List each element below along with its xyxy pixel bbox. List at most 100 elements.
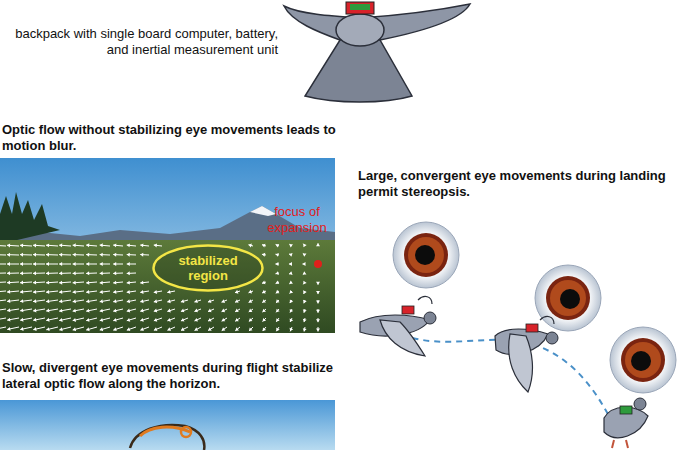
flow-arrowhead (222, 309, 226, 313)
flow-arrowhead (100, 271, 103, 275)
panel-heading: Optic flow without stabilizing eye movem… (2, 122, 337, 154)
flow-arrowhead (181, 299, 184, 303)
flow-arrowhead (208, 318, 212, 322)
flow-arrowhead (316, 291, 320, 294)
flow-arrowhead (86, 271, 89, 275)
flow-vector (249, 300, 253, 302)
flow-vector (208, 318, 214, 321)
flow-arrowhead (140, 290, 143, 294)
flow-arrowhead (100, 309, 103, 313)
flow-arrowhead (167, 318, 171, 322)
flow-arrowhead (113, 299, 116, 303)
flow-arrowhead (59, 299, 62, 303)
flow-arrowhead (249, 290, 253, 294)
flow-arrowhead (289, 253, 292, 257)
flow-arrowhead (86, 281, 89, 285)
flow-arrowhead (73, 262, 76, 266)
flow-vector (0, 245, 6, 247)
flow-vector (0, 318, 6, 320)
flow-arrowhead (154, 290, 157, 294)
flow-vector (0, 264, 6, 265)
flow-arrowhead (86, 327, 89, 331)
flow-vector (222, 318, 227, 321)
flow-vector (195, 327, 201, 330)
flow-arrowhead (33, 262, 36, 266)
flow-vector (235, 309, 240, 312)
flow-vector (262, 309, 266, 312)
flow-vector (235, 327, 240, 331)
flow-arrowhead (113, 243, 116, 247)
flow-arrowhead (33, 318, 36, 322)
flow-vector (276, 300, 279, 303)
flow-arrowhead (113, 271, 116, 275)
flow-arrowhead (20, 308, 23, 312)
flow-arrowhead (167, 299, 170, 303)
flow-arrowhead (167, 290, 170, 294)
flow-arrowhead (303, 290, 307, 294)
flow-arrowhead (113, 309, 116, 313)
flow-arrowhead (33, 327, 36, 331)
flow-arrowhead (262, 281, 265, 285)
flow-arrowhead (20, 253, 23, 257)
flow-arrowhead (73, 243, 76, 247)
flow-arrowhead (303, 254, 307, 257)
flow-arrowhead (7, 262, 10, 266)
flow-arrowhead (100, 281, 103, 285)
flow-arrowhead (20, 290, 23, 294)
optic-flow-photo (0, 158, 335, 333)
flow-arrowhead (181, 327, 185, 331)
flow-vector (154, 327, 162, 330)
flow-arrowhead (73, 281, 76, 285)
flow-arrowhead (20, 281, 23, 285)
flow-arrowhead (7, 308, 10, 312)
flow-arrowhead (154, 318, 157, 322)
flow-vector (194, 309, 201, 312)
flow-arrowhead (262, 299, 266, 302)
pigeon-landing (604, 398, 648, 448)
flow-arrowhead (46, 327, 49, 331)
flow-vector (195, 318, 201, 321)
flow-arrowhead (302, 262, 305, 266)
flow-arrowhead (73, 253, 76, 257)
flow-arrowhead (73, 318, 76, 322)
flow-arrowhead (316, 310, 320, 313)
callout-label: focus of expansion (257, 204, 337, 236)
flow-arrowhead (303, 300, 307, 304)
flow-arrowhead (194, 309, 198, 313)
flow-arrowhead (195, 318, 199, 322)
flow-arrowhead (235, 318, 239, 321)
flow-vector (222, 309, 227, 312)
flow-arrowhead (276, 280, 280, 284)
flow-vector (181, 327, 188, 330)
flow-arrowhead (167, 309, 170, 313)
flow-arrowhead (276, 244, 280, 248)
flow-vector (276, 327, 279, 331)
flow-arrowhead (33, 243, 36, 247)
flow-arrowhead (316, 282, 320, 285)
flow-arrowhead (113, 290, 116, 294)
flow-arrowhead (140, 281, 143, 285)
flow-arrowhead (59, 253, 62, 257)
flow-arrowhead (73, 271, 76, 275)
flow-arrowhead (20, 299, 23, 303)
flow-arrowhead (46, 309, 49, 313)
flow-arrowhead (290, 318, 294, 322)
flow-arrowhead (73, 299, 76, 303)
flow-arrowhead (249, 309, 253, 312)
flow-arrowhead (235, 290, 238, 294)
flow-arrowhead (127, 271, 130, 275)
flow-arrowhead (46, 271, 49, 275)
flow-arrowhead (127, 318, 130, 322)
panel-heading: Large, convergent eye movements during l… (358, 168, 683, 200)
region-ellipse: stabilized region (152, 244, 264, 292)
flow-arrowhead (100, 243, 103, 247)
flow-arrowhead (113, 318, 116, 322)
flow-arrowhead (262, 290, 266, 294)
flow-arrowhead (262, 244, 265, 248)
flow-arrowhead (140, 318, 143, 322)
landing-sequence (360, 222, 676, 448)
flow-arrowhead (86, 290, 89, 294)
flow-arrowhead (113, 262, 116, 266)
flow-arrowhead (46, 299, 49, 303)
flow-arrowhead (127, 243, 130, 247)
